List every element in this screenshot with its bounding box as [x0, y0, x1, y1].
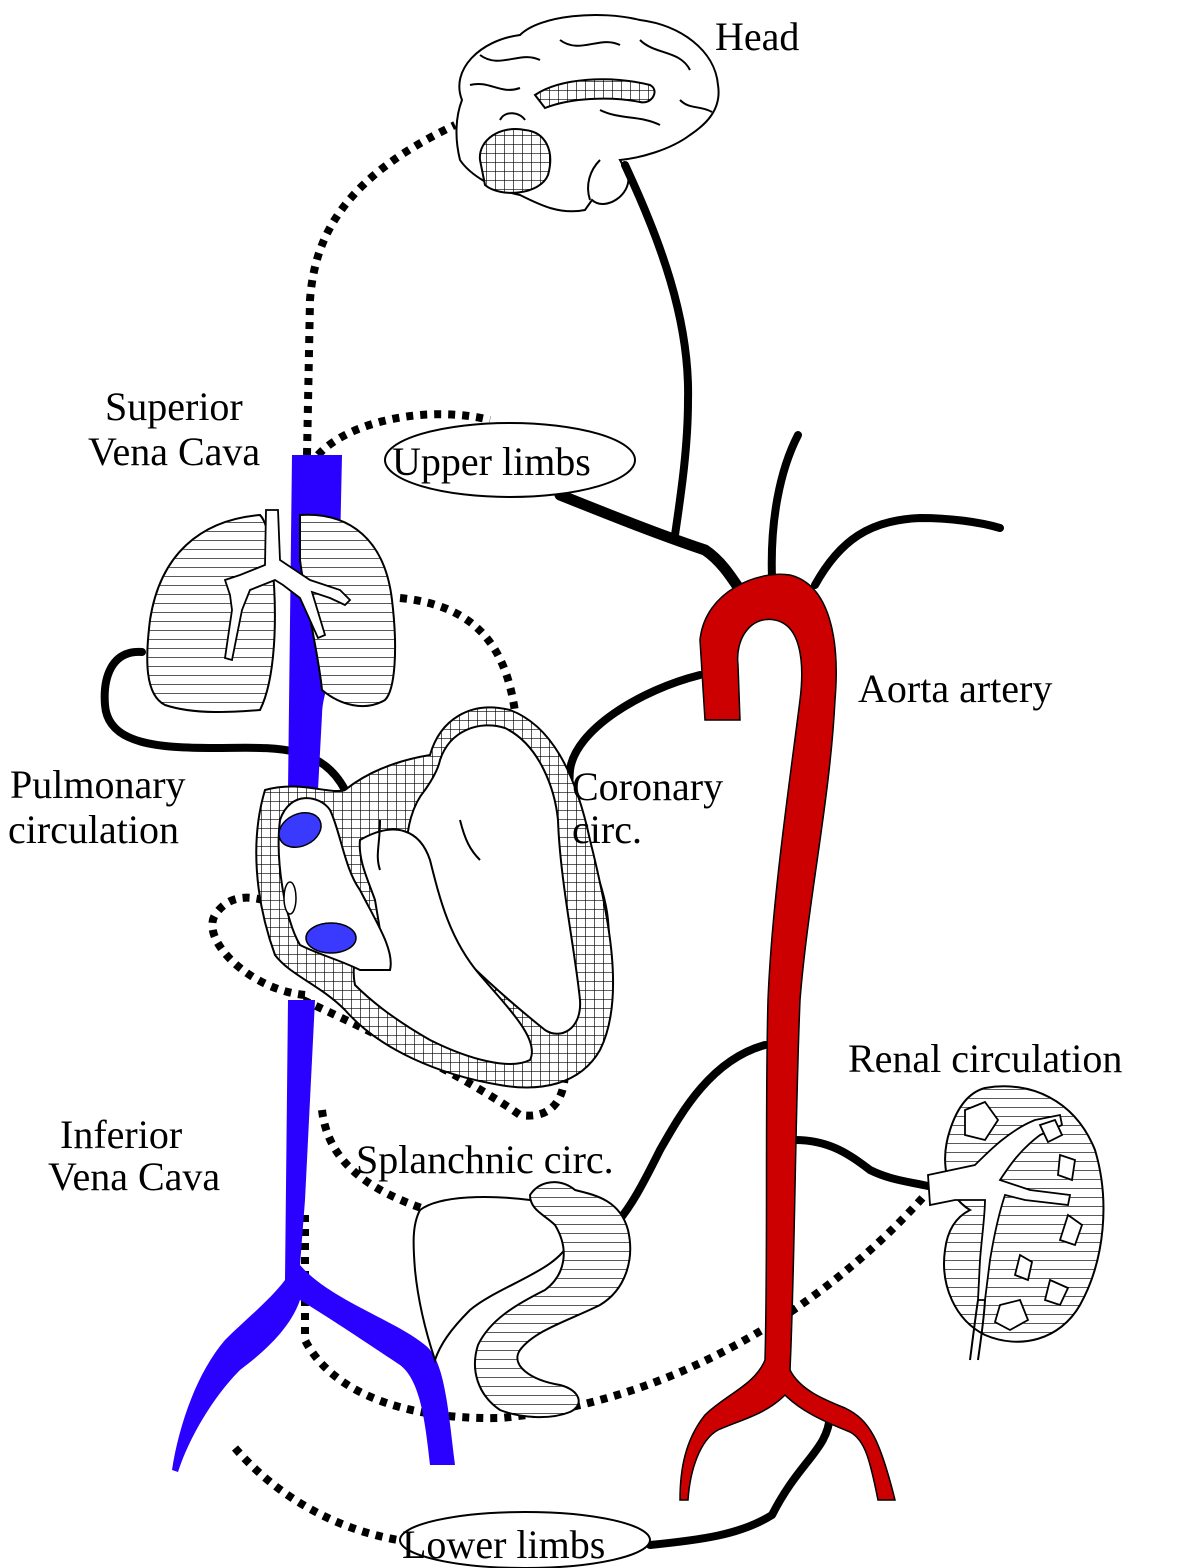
label-splanchnic-circ: Splanchnic circ. [356, 1137, 614, 1182]
splanchnic-organs [414, 1182, 631, 1417]
atrium-spot-lower [306, 923, 356, 953]
label-superior-vena-cava-1: Superior [105, 384, 243, 429]
inferior-vena-cava-shape [172, 1000, 455, 1472]
splanchnic-artery [612, 1045, 765, 1228]
upper-limbs-node: Upper limbs [385, 423, 635, 497]
label-upper-limbs: Upper limbs [392, 439, 591, 484]
left-lung [147, 515, 275, 712]
head-venous-line [307, 125, 455, 455]
label-pulmonary-1: Pulmonary [10, 762, 186, 807]
label-lower-limbs: Lower limbs [402, 1522, 605, 1567]
pulmonary-venous-line [400, 598, 515, 712]
label-inferior-vena-cava-1: Inferior [60, 1112, 182, 1157]
aortic-branch-right [815, 518, 1000, 585]
label-inferior-vena-cava-2: Vena Cava [48, 1154, 220, 1199]
label-renal-circulation: Renal circulation [848, 1036, 1122, 1081]
brainstem [588, 160, 600, 200]
brain-organ [456, 15, 718, 211]
label-coronary-2: circ. [572, 807, 642, 852]
kidney-organ [928, 1086, 1103, 1360]
upper-limbs-artery [560, 495, 740, 590]
label-coronary-1: Coronary [572, 764, 723, 809]
aortic-branch-middle [772, 435, 798, 578]
label-pulmonary-2: circulation [8, 807, 179, 852]
renal-artery [795, 1140, 928, 1186]
lower-limbs-node: Lower limbs [400, 1512, 650, 1568]
foramen-oval [284, 882, 296, 914]
corpus-callosum [535, 79, 655, 108]
label-head: Head [715, 14, 799, 59]
head-artery [625, 165, 688, 535]
label-superior-vena-cava-2: Vena Cava [88, 429, 260, 474]
lower-limbs-venous-line [235, 1448, 398, 1540]
label-aorta-artery: Aorta artery [858, 666, 1052, 711]
cerebellum [480, 129, 550, 193]
lungs-organ [147, 510, 395, 712]
lower-limbs-artery [650, 1415, 830, 1545]
